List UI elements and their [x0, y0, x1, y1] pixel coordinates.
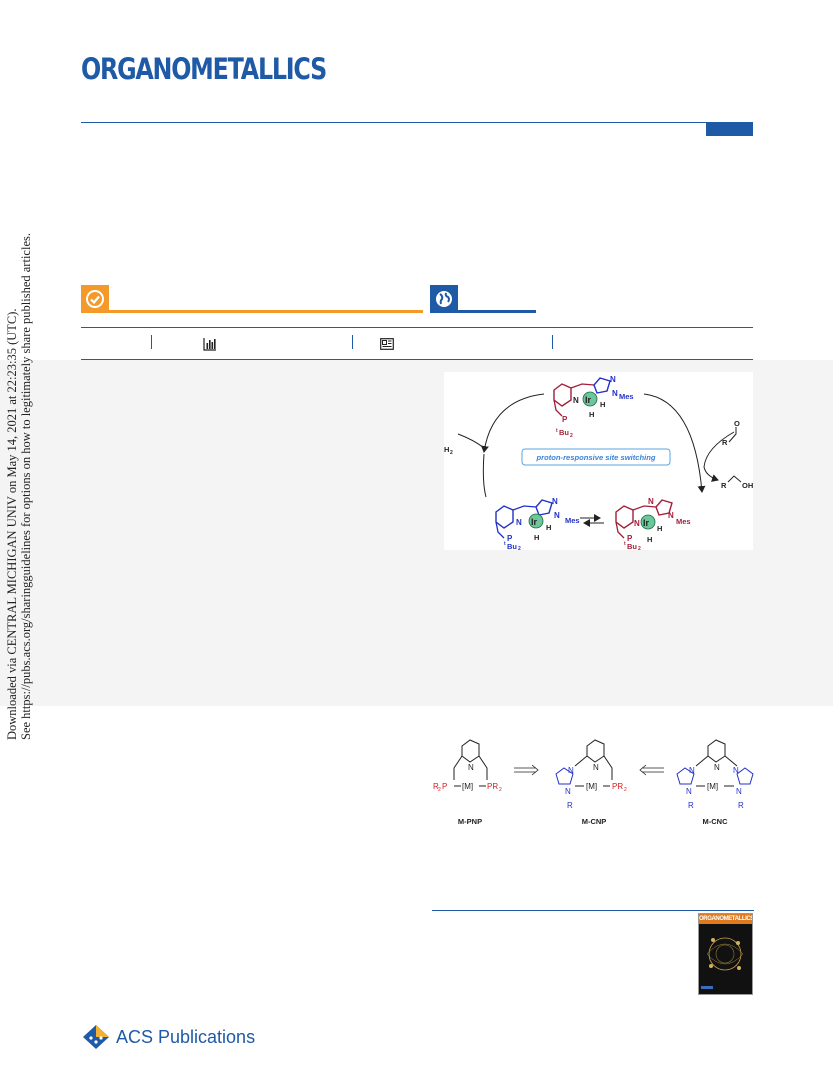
svg-text:Mes: Mes — [619, 392, 634, 401]
svg-text:Bu: Bu — [559, 428, 569, 437]
svg-text:N: N — [552, 497, 558, 506]
article-badge-bar — [81, 285, 423, 313]
svg-text:R: R — [721, 481, 727, 490]
download-notice-line1: Downloaded via CENTRAL MICHIGAN UNIV on … — [5, 308, 19, 740]
svg-text:2: 2 — [499, 787, 502, 793]
badge-underline — [458, 310, 536, 313]
bottom-left-complex: Ir N N N Mes H H P t Bu 2 — [495, 497, 580, 552]
svg-text:N: N — [568, 766, 574, 775]
open-access-badge[interactable] — [430, 285, 536, 313]
svg-text:N: N — [565, 787, 571, 796]
svg-text:H: H — [600, 400, 605, 409]
check-circle-icon — [81, 285, 109, 313]
svg-text:N: N — [468, 763, 474, 772]
svg-text:2: 2 — [638, 546, 641, 550]
svg-text:H: H — [647, 535, 652, 544]
acs-publications-logo[interactable]: ACS Publications — [82, 1024, 255, 1050]
toc-banner: proton-responsive site switching — [536, 453, 656, 462]
svg-text:H: H — [546, 523, 551, 532]
svg-text:Ir: Ir — [643, 518, 650, 528]
metrics-separator — [552, 335, 553, 349]
article-icon[interactable] — [380, 338, 394, 350]
svg-text:N: N — [593, 763, 599, 772]
svg-text:P: P — [562, 415, 568, 424]
svg-text:N: N — [573, 396, 579, 405]
svg-text:P: P — [507, 534, 513, 543]
svg-text:M-CNC: M-CNC — [703, 817, 729, 826]
scheme-pnp: N [M] R 2 P PR 2 M-PNP — [433, 739, 502, 826]
svg-text:Mes: Mes — [676, 517, 691, 526]
svg-text:R: R — [738, 801, 744, 810]
journal-logo: ORGANOMETALLICS — [81, 52, 327, 86]
svg-text:N: N — [634, 519, 640, 528]
footer-rule — [432, 910, 754, 911]
svg-text:[M]: [M] — [586, 782, 597, 791]
svg-text:N: N — [516, 518, 522, 527]
svg-text:2: 2 — [570, 433, 573, 439]
svg-text:t: t — [624, 541, 626, 547]
svg-text:M-PNP: M-PNP — [458, 817, 482, 826]
header-rule — [81, 122, 753, 123]
top-complex: Ir N N N Mes H H P t Bu 2 — [553, 375, 634, 439]
svg-text:R: R — [688, 801, 694, 810]
cover-title: ORGANOMETALLICS — [699, 914, 752, 924]
svg-text:H: H — [657, 524, 662, 533]
svg-text:H: H — [444, 445, 449, 454]
svg-text:M-CNP: M-CNP — [582, 817, 607, 826]
svg-text:R: R — [567, 801, 573, 810]
svg-text:N: N — [686, 787, 692, 796]
svg-text:N: N — [610, 375, 616, 384]
svg-text:H: H — [534, 533, 539, 542]
toc-graphic: Ir N N N Mes H H P t Bu 2 H 2 R O R OH p… — [444, 372, 753, 552]
svg-text:[M]: [M] — [462, 782, 473, 791]
metrics-separator — [352, 335, 353, 349]
svg-text:2: 2 — [438, 787, 441, 793]
header-tab — [706, 122, 753, 136]
svg-text:[M]: [M] — [707, 782, 718, 791]
svg-text:PR: PR — [612, 782, 623, 791]
svg-text:P: P — [627, 534, 633, 543]
svg-text:N: N — [648, 497, 654, 506]
svg-text:R: R — [722, 438, 728, 447]
svg-text:N: N — [714, 763, 720, 772]
download-notice-line2: See https://pubs.acs.org/sharingguidelin… — [19, 233, 33, 740]
download-notice: Downloaded via CENTRAL MICHIGAN UNIV on … — [5, 233, 33, 740]
svg-text:N: N — [736, 787, 742, 796]
svg-text:N: N — [554, 511, 560, 520]
svg-text:N: N — [689, 766, 695, 775]
metrics-bottom-rule — [81, 359, 753, 360]
svg-text:N: N — [612, 389, 618, 398]
svg-text:N: N — [668, 511, 674, 520]
bar-chart-icon[interactable] — [203, 338, 217, 351]
svg-text:Mes: Mes — [565, 516, 580, 525]
svg-text:O: O — [734, 419, 740, 428]
journal-cover-thumbnail[interactable]: ORGANOMETALLICS — [698, 913, 753, 995]
ligand-scheme: N [M] R 2 P PR 2 M-PNP N [M] N N R PR 2 … — [432, 722, 754, 834]
svg-text:Ir: Ir — [531, 517, 538, 527]
bottom-right-complex: Ir N N N Mes H H P t Bu 2 — [615, 497, 691, 552]
acs-shield-icon — [83, 1025, 109, 1049]
svg-text:N: N — [733, 766, 739, 775]
svg-text:H: H — [589, 410, 594, 419]
scheme-cnp: N [M] N N R PR 2 M-CNP — [555, 739, 627, 826]
publisher-name: ACS Publications — [116, 1026, 256, 1047]
svg-text:P: P — [442, 782, 447, 791]
svg-text:R: R — [433, 782, 439, 791]
metrics-separator — [151, 335, 152, 349]
metrics-top-rule — [81, 327, 753, 328]
svg-text:2: 2 — [624, 787, 627, 793]
svg-text:Bu: Bu — [627, 542, 637, 550]
svg-text:Ir: Ir — [585, 395, 592, 405]
svg-text:t: t — [556, 428, 558, 434]
svg-text:OH: OH — [742, 481, 753, 490]
svg-text:2: 2 — [518, 546, 521, 550]
svg-text:2: 2 — [450, 450, 453, 456]
svg-text:Bu: Bu — [507, 542, 517, 550]
globe-icon — [430, 285, 458, 313]
scheme-cnc: N [M] N N R N N R M-CNC — [676, 739, 754, 826]
badge-underline — [109, 310, 423, 313]
svg-text:PR: PR — [487, 782, 498, 791]
svg-text:t: t — [504, 541, 506, 547]
